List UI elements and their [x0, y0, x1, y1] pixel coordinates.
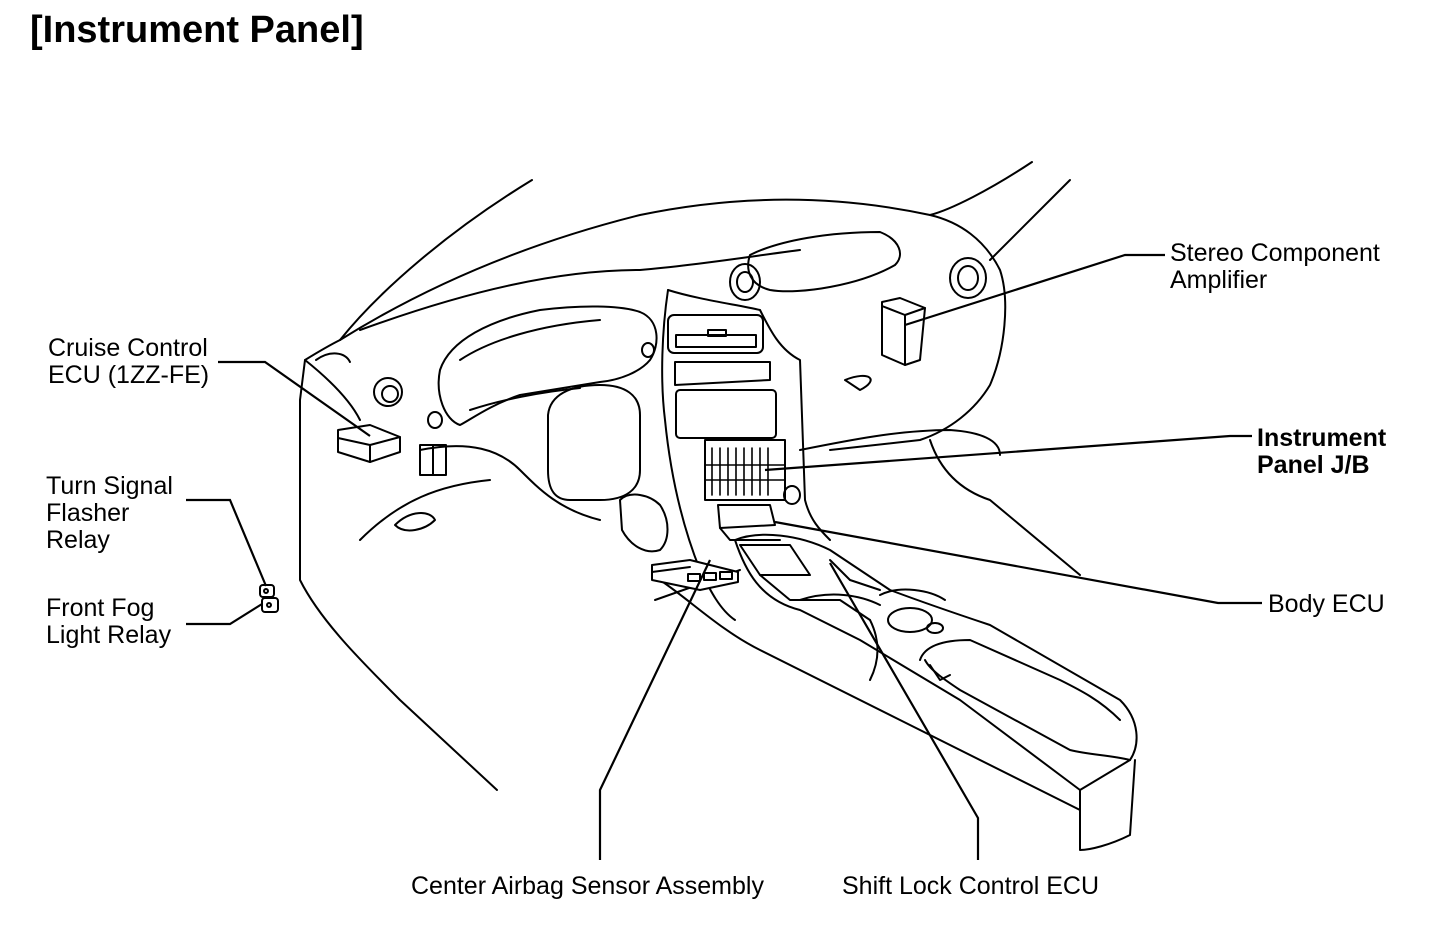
- label-center-airbag: Center Airbag Sensor Assembly: [411, 872, 764, 900]
- label-turn-signal-line3: Relay: [46, 526, 110, 554]
- label-front-fog-line1: Front Fog: [46, 594, 155, 622]
- console-outline: [735, 535, 1137, 850]
- label-body-ecu: Body ECU: [1268, 590, 1385, 618]
- label-cruise-control-line1: Cruise Control: [48, 334, 208, 362]
- relay-icons: [260, 585, 278, 612]
- label-cruise-control-line2: ECU (1ZZ-FE): [48, 361, 210, 389]
- label-instrument-jb-line1: Instrument: [1257, 424, 1387, 452]
- label-turn-signal-line2: Flasher: [46, 499, 130, 527]
- label-stereo-line2: Amplifier: [1170, 266, 1268, 294]
- label-front-fog-line2: Light Relay: [46, 621, 172, 649]
- label-stereo-line1: Stereo Component: [1170, 239, 1380, 267]
- center-stack-outline: [668, 290, 830, 540]
- page-title: [Instrument Panel]: [30, 9, 364, 51]
- dashboard-outline: [340, 200, 1005, 450]
- instrument-cluster-outline: [439, 306, 657, 425]
- label-turn-signal-line1: Turn Signal: [46, 472, 173, 500]
- windshield-pillar-lines: [340, 162, 1070, 340]
- cruise-control-ecu-box: [338, 425, 400, 462]
- label-instrument-jb-line2: Panel J/B: [1257, 451, 1370, 479]
- stereo-amplifier-box: [882, 298, 925, 365]
- leader-lines: [186, 255, 1262, 860]
- label-shift-lock: Shift Lock Control ECU: [842, 872, 1100, 900]
